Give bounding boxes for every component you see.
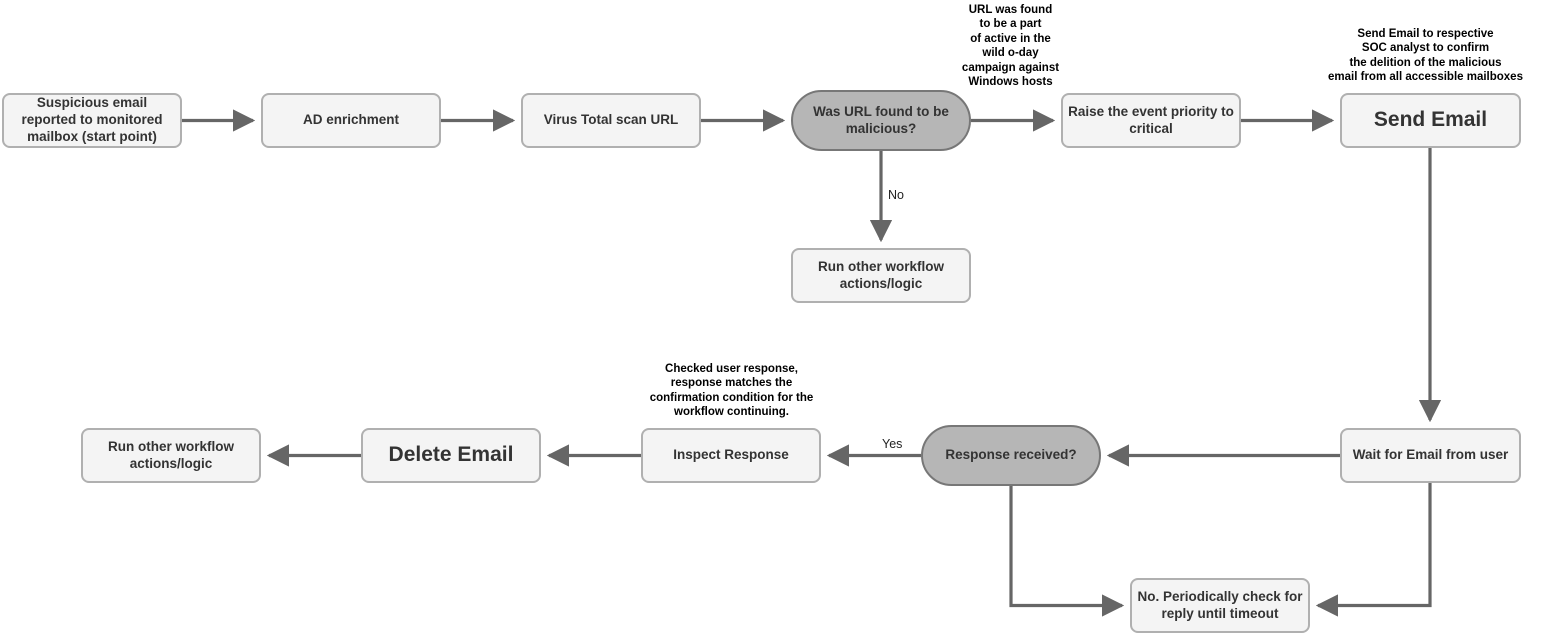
edge-label-yes: Yes: [882, 437, 903, 451]
node-decision-url-malicious[interactable]: Was URL found to be malicious?: [791, 90, 971, 151]
node-periodic-check-timeout-label: No. Periodically check for reply until t…: [1137, 588, 1303, 621]
node-virus-total-scan[interactable]: Virus Total scan URL: [521, 93, 701, 148]
node-run-other-workflow-1[interactable]: Run other workflow actions/logic: [791, 248, 971, 303]
node-inspect-response-label: Inspect Response: [673, 447, 789, 463]
node-raise-priority[interactable]: Raise the event priority to critical: [1061, 93, 1241, 148]
node-run-other-workflow-2[interactable]: Run other workflow actions/logic: [81, 428, 261, 483]
node-inspect-response[interactable]: Inspect Response: [641, 428, 821, 483]
node-send-email-label: Send Email: [1373, 108, 1488, 132]
node-send-email[interactable]: Send Email: [1340, 93, 1521, 148]
node-ad-enrichment[interactable]: AD enrichment: [261, 93, 441, 148]
node-delete-email[interactable]: Delete Email: [361, 428, 541, 483]
node-virus-total-scan-label: Virus Total scan URL: [543, 112, 679, 128]
annotation-zero-day-campaign: URL was found to be a part of active in …: [961, 4, 1060, 88]
node-decision-url-malicious-label: Was URL found to be malicious?: [813, 103, 949, 136]
node-run-other-workflow-1-label: Run other workflow actions/logic: [818, 258, 944, 291]
edge-label-no: No: [888, 188, 904, 202]
node-wait-for-email[interactable]: Wait for Email from user: [1340, 428, 1521, 483]
node-decision-response-received-label: Response received?: [945, 447, 1077, 463]
node-periodic-check-timeout[interactable]: No. Periodically check for reply until t…: [1130, 578, 1310, 633]
node-run-other-workflow-2-label: Run other workflow actions/logic: [108, 438, 234, 471]
annotation-checked-user-response: Checked user response, response matches …: [649, 363, 814, 419]
edge-wait-to-timeout: [1315, 483, 1432, 617]
node-delete-email-label: Delete Email: [388, 443, 514, 467]
node-ad-enrichment-label: AD enrichment: [302, 112, 400, 128]
node-start[interactable]: Suspicious email reported to monitored m…: [2, 93, 182, 148]
node-start-label: Suspicious email reported to monitored m…: [21, 95, 163, 144]
annotation-soc-confirm: Send Email to respective SOC analyst to …: [1328, 28, 1523, 84]
node-wait-for-email-label: Wait for Email from user: [1352, 447, 1509, 463]
node-raise-priority-label: Raise the event priority to critical: [1068, 103, 1234, 136]
node-decision-response-received[interactable]: Response received?: [921, 425, 1101, 486]
edge-decision2-to-timeout: [1009, 486, 1125, 617]
